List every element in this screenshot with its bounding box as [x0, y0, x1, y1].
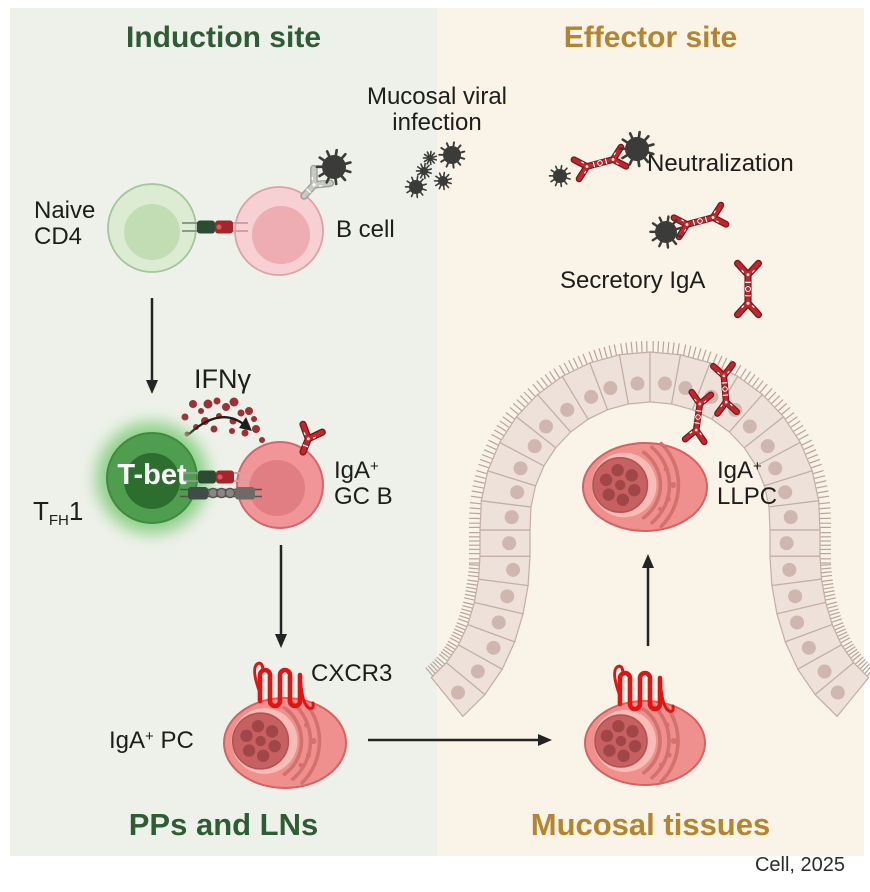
virus-neutralized-icon [548, 164, 571, 188]
virus-neutralized-icon [649, 215, 683, 249]
virus-icon [422, 150, 438, 166]
t-bet-label: T-bet [117, 459, 187, 491]
mucosal-tissues-footer: Mucosal tissues [530, 807, 771, 842]
bcr-gray-icon [300, 164, 334, 200]
journal-credit: Cell, 2025 [754, 854, 845, 876]
arrow-pc-to-llpc [642, 554, 654, 646]
neutralizing-iga-icon [570, 143, 630, 183]
virus-icon [433, 171, 452, 191]
b-cell-label: B cell [336, 216, 395, 243]
secretory-iga-icon [733, 259, 763, 319]
iga-llpc-label: IgA+ LLPC [717, 457, 778, 510]
pps-lns-footer: PPs and LNs [128, 807, 319, 842]
iga-plasma-cell-effector [584, 664, 706, 786]
iga-plasma-cell-induction [223, 661, 347, 789]
iga-pc-label: IgA+ PC [109, 727, 194, 754]
ifng-secretion [181, 397, 265, 443]
virus-neutralized-icon [618, 130, 655, 168]
cd40-pair [180, 487, 262, 500]
induction-site-title: Induction site [126, 21, 321, 54]
neutralization-label: Neutralization [647, 150, 794, 177]
b-cell [234, 186, 324, 276]
neutralizing-iga-icon [670, 201, 730, 241]
virus-icon [438, 141, 466, 169]
tcr-mhc-pair-naive [182, 220, 248, 234]
naive-cd4-cell [107, 183, 197, 273]
cxcr3-label: CXCR3 [311, 660, 393, 687]
ifng-label: IFNγ [194, 364, 251, 394]
virus-icon [404, 175, 427, 199]
tfh1-cell [96, 422, 208, 534]
secretory-iga-label: Secretory IgA [560, 267, 706, 294]
cxcr3-receptor-icon [253, 661, 315, 710]
iga-llpc-cell [582, 441, 708, 532]
arrow-naive-to-tfh [146, 298, 158, 394]
naive-cd4-label: Naive CD4 [34, 197, 96, 250]
effector-site-title: Effector site [563, 21, 738, 54]
arrow-pc-migration [368, 734, 552, 746]
epithelium-dome [425, 341, 870, 718]
tfh1-label: TFH1 [33, 496, 84, 529]
mucosal-viral-infection-label: Mucosal viral infection [366, 83, 508, 136]
arrow-gcb-to-pc [275, 545, 287, 648]
induction-panel [10, 8, 437, 856]
transcytosed-iga-icon [709, 361, 741, 417]
virus-icon [415, 162, 433, 180]
tcr-mhc-pair-tfh [183, 470, 249, 484]
gc-b-cell [236, 441, 324, 529]
transcytosed-iga-icon [681, 388, 715, 446]
iga-gcb-label: IgA+ GC B [334, 457, 393, 510]
cxcr3-receptor-icon [613, 664, 675, 713]
virus-on-bcr-icon [315, 148, 352, 186]
iga-bcr-icon [299, 420, 326, 456]
